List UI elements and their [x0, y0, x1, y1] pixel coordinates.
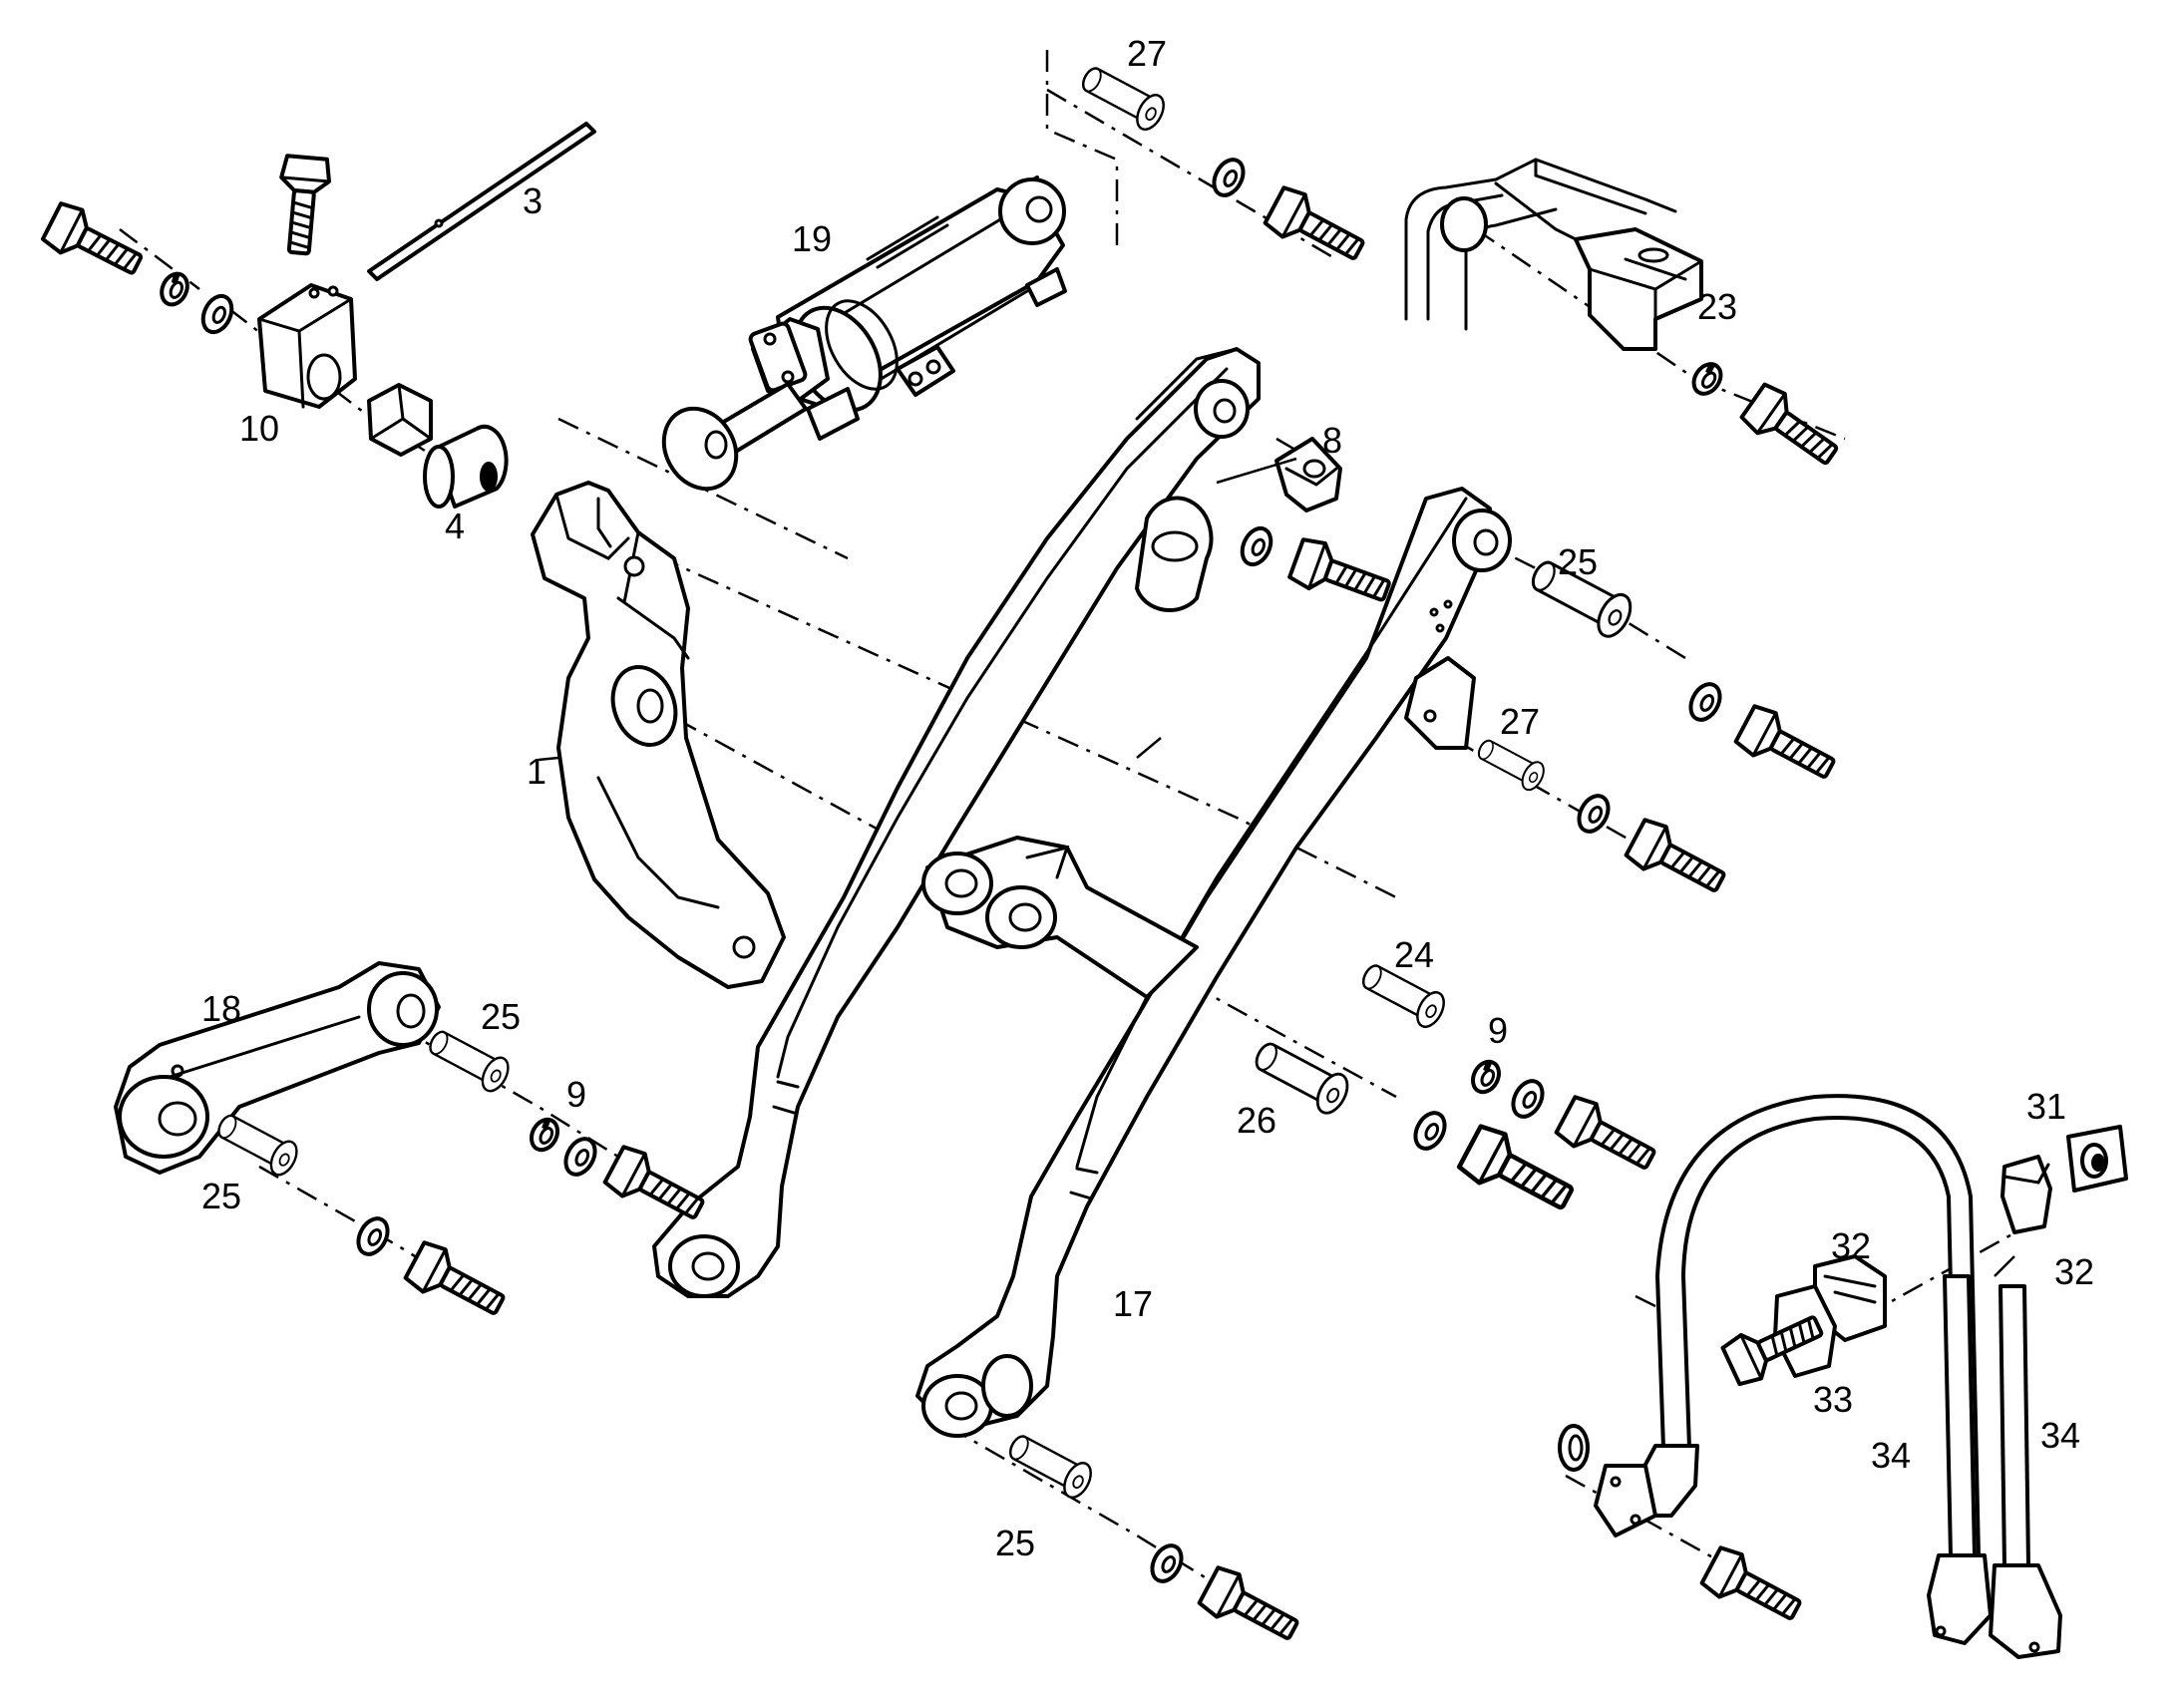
- callout-25-bottom: 25: [995, 1523, 1035, 1563]
- callout-27-middle: 27: [1500, 701, 1540, 742]
- lift-arm-front: [652, 347, 1261, 1298]
- bolt-25-right: [1734, 703, 1841, 790]
- hydraulic-hose-straight-a: [1927, 1274, 1993, 1645]
- bolt-27-top: [1264, 184, 1370, 271]
- washer-25-right: [1685, 679, 1726, 725]
- bolt-24: [1555, 1094, 1661, 1181]
- callout-19: 19: [792, 218, 832, 259]
- callout-labels: 1 3 4 8 9 9 10 17 18 19 23 24 25 25 25 2…: [201, 33, 2094, 1563]
- callout-25-left-upper: 25: [481, 996, 521, 1037]
- callout-10: 10: [239, 408, 279, 449]
- callout-3: 3: [523, 180, 543, 221]
- link-arm: [114, 961, 441, 1175]
- retainer-clip: [1274, 437, 1342, 512]
- frame-outline: [1404, 158, 1677, 331]
- washer-27-top: [1209, 155, 1250, 200]
- bell-crank: [531, 481, 786, 989]
- pin-27-middle: [1472, 733, 1550, 795]
- clamp-washer: [195, 289, 239, 339]
- callout-34-left: 34: [1871, 1435, 1911, 1476]
- rod: [367, 122, 596, 281]
- lock-washer-9-left: [527, 1115, 562, 1155]
- hose-clamp-32-upper: [2000, 1155, 2052, 1234]
- cross-tube: [921, 836, 1199, 999]
- bolt-25-left-upper: [603, 1144, 710, 1230]
- washer-9-right: [1508, 1076, 1549, 1122]
- bushing-inner: [423, 424, 509, 509]
- callout-9-right: 9: [1488, 1010, 1508, 1051]
- callout-34-right: 34: [2040, 1415, 2080, 1456]
- callout-8: 8: [1322, 420, 1342, 461]
- lock-washer-23: [1685, 357, 1729, 401]
- callout-26: 26: [1237, 1100, 1276, 1141]
- callout-25-left-lower: 25: [201, 1176, 241, 1216]
- bolt-8: [1285, 533, 1397, 616]
- callout-25-right: 25: [1558, 541, 1598, 582]
- callout-27-top: 27: [1127, 33, 1167, 74]
- callout-1: 1: [527, 751, 546, 792]
- pin-25-bottom: [1001, 1427, 1098, 1504]
- callout-9-left: 9: [566, 1074, 586, 1115]
- callout-32-upper: 32: [1831, 1225, 1871, 1266]
- bolt-25-bottom: [1198, 1564, 1304, 1651]
- lift-arm-rear: [915, 487, 1512, 1438]
- pin-25-left-lower: [210, 1107, 303, 1181]
- bolt-25-left-lower: [404, 1239, 511, 1326]
- callout-18: 18: [201, 988, 241, 1029]
- bolt-hose-flange: [1700, 1544, 1807, 1631]
- clamp-horizontal-bolt: [39, 197, 151, 288]
- bushing-outer: [367, 383, 433, 457]
- bolt-27-middle: [1625, 817, 1731, 903]
- callout-33: 33: [1813, 1379, 1853, 1420]
- callout-32-right: 32: [2054, 1251, 2094, 1292]
- clamp-block: [257, 283, 357, 409]
- lock-washer-9-right: [1468, 1057, 1504, 1097]
- washer-27-middle: [1574, 791, 1615, 837]
- hydraulic-cylinder: [661, 175, 1067, 492]
- hydraulic-hose-straight-b: [1989, 1284, 2062, 1659]
- bolt-23: [1737, 379, 1848, 478]
- mounting-bracket: [1574, 227, 1703, 351]
- callout-17: 17: [1113, 1283, 1153, 1324]
- clamp-lock-washer: [155, 267, 194, 311]
- washer-25-bottom: [1147, 1540, 1188, 1586]
- callout-23: 23: [1697, 286, 1737, 327]
- callout-31: 31: [2026, 1086, 2066, 1127]
- hydraulic-hose-loop: [1558, 1094, 1981, 1557]
- callout-4: 4: [445, 506, 465, 546]
- plate-31: [2066, 1125, 2128, 1193]
- washer-8: [1235, 521, 1278, 571]
- washer-25-left-lower: [353, 1213, 394, 1259]
- washer-26: [1410, 1108, 1451, 1154]
- leader-lines: [538, 457, 2015, 1308]
- clamp-vertical-bolt: [272, 153, 333, 257]
- callout-24: 24: [1394, 934, 1434, 975]
